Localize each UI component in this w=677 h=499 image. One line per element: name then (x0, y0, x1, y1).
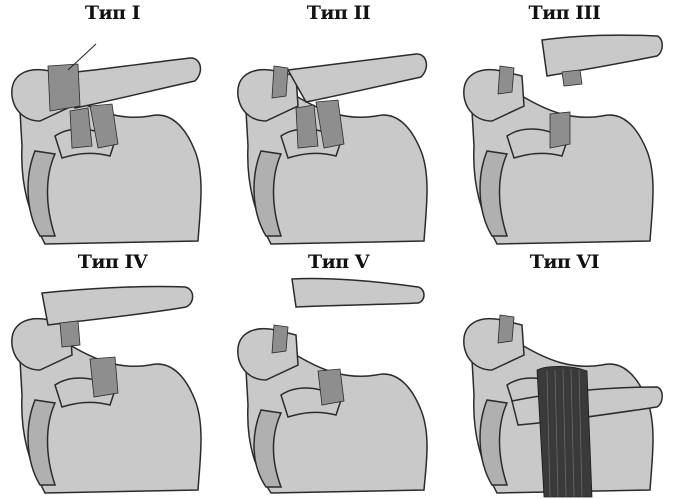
coracoclavicular-ligament-2 (70, 108, 92, 148)
shoulder-illustration (0, 275, 225, 498)
ac-ligament-torn (498, 66, 514, 94)
panel-title: Тип I (0, 2, 225, 24)
panel-title: Тип IV (0, 251, 225, 273)
cc-ligament-lower-stump (550, 112, 570, 148)
shoulder-illustration (452, 275, 677, 498)
conjoined-tendon (537, 366, 592, 497)
cc-ligament-stump (318, 369, 344, 405)
panel-title: Тип III (452, 2, 677, 24)
panel-title: Тип II (226, 2, 451, 24)
cc-ligament-upper-stump (562, 70, 582, 86)
panel-type-3: Тип III (452, 0, 677, 249)
panel-type-5: Тип V (226, 249, 451, 498)
pointer-line (68, 44, 96, 70)
ac-ligament-torn (272, 66, 288, 98)
coracoclavicular-ligament-2 (296, 105, 318, 148)
shoulder-illustration (226, 26, 451, 249)
panel-type-4: Тип IV (0, 249, 225, 498)
clavicle (42, 286, 193, 325)
clavicle (292, 278, 424, 307)
ac-ligament-stump (60, 321, 80, 347)
panel-title: Тип V (226, 251, 451, 273)
shoulder-illustration (226, 275, 451, 498)
panel-type-1: Тип I (0, 0, 225, 249)
ac-ligament-stump (498, 315, 514, 343)
panel-type-2: Тип II (226, 0, 451, 249)
ac-ligament-stump (272, 325, 288, 353)
clavicle (288, 54, 426, 102)
shoulder-illustration (0, 26, 225, 249)
panel-type-6: Тип VI (452, 249, 677, 498)
cc-ligament-stump (90, 357, 118, 397)
clavicle (542, 35, 662, 76)
shoulder-illustration (452, 26, 677, 249)
ac-ligament (48, 64, 80, 111)
panel-title: Тип VI (452, 251, 677, 273)
